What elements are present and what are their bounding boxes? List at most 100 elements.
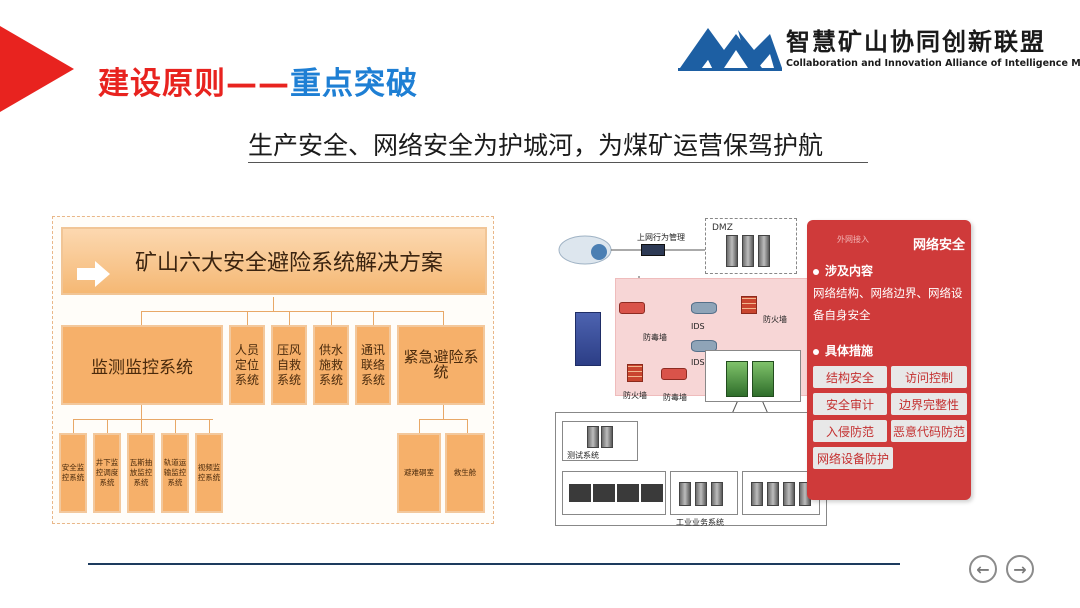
ids-icon — [691, 340, 717, 352]
next-slide-button[interactable]: → — [1006, 555, 1034, 583]
bottom-divider — [88, 563, 900, 565]
antivirus-wall-label-2: 防毒墙 — [663, 393, 687, 402]
connector — [141, 405, 142, 419]
section-involved-heading: 涉及内容 — [813, 262, 873, 279]
connector — [419, 419, 467, 420]
server-icon — [601, 426, 613, 448]
diagram-header: 矿山六大安全避险系统解决方案 — [61, 227, 487, 295]
section-measures-title: 具体措施 — [825, 344, 874, 358]
connector — [443, 405, 444, 419]
subsystem-box: 避难硐室 — [397, 433, 441, 513]
connector — [373, 311, 374, 325]
title-principle: 建设原则—— — [98, 66, 290, 102]
test-system-label: 测试系统 — [567, 451, 599, 460]
dmz-label: DMZ — [712, 223, 733, 233]
bullet-icon — [813, 268, 819, 275]
connector — [141, 311, 142, 325]
subsystem-box: 井下监控调度系统 — [93, 433, 121, 513]
logo-chinese-name: 智慧矿山协同创新联盟 — [786, 28, 1046, 56]
building-icon — [575, 312, 601, 366]
subsystem-box: 轨道运输监控系统 — [161, 433, 189, 513]
device-group — [562, 471, 666, 515]
measure-tag: 访问控制 — [891, 366, 967, 388]
router-icon — [619, 302, 645, 314]
core-switch-zone — [705, 350, 801, 402]
network-security-diagram: 上网行为管理 DMZ 防毒墙 IDS IDS 防火墙 防火墙 防毒墙 防毒墙 防… — [555, 216, 975, 530]
subsystem-box: 安全监控系统 — [59, 433, 87, 513]
system-box-refuge: 紧急避险系统 — [397, 325, 485, 405]
behavior-mgmt-label: 上网行为管理 — [637, 233, 685, 242]
measure-tag: 边界完整性 — [891, 393, 967, 415]
server-icon — [758, 235, 770, 267]
terminal-icon — [569, 484, 591, 502]
industrial-system-label: 工业业务系统 — [676, 518, 724, 527]
server-icon — [783, 482, 795, 506]
prev-slide-button[interactable]: ← — [969, 555, 997, 583]
alliance-logo: 智慧矿山协同创新联盟 Collaboration and Innovation … — [678, 20, 1080, 72]
antivirus-wall-label: 防毒墙 — [643, 333, 667, 342]
server-icon — [711, 482, 723, 506]
arrow-left-icon: ← — [976, 559, 990, 579]
connector — [467, 419, 468, 433]
industrial-zone: 测试系统 工业业务系统 — [555, 412, 827, 527]
measure-tag: 结构安全 — [813, 366, 887, 388]
measure-tag: 安全审计 — [813, 393, 887, 415]
panel-title: 网络安全 — [912, 238, 965, 253]
firewall-label-2: 防火墙 — [623, 391, 647, 400]
dmz-zone: DMZ — [705, 218, 797, 274]
system-box-water: 供水施救系统 — [313, 325, 349, 405]
logo-english-name: Collaboration and Innovation Alliance of… — [786, 58, 1080, 69]
subsystem-box: 救生舱 — [445, 433, 485, 513]
section-involved-title: 涉及内容 — [825, 264, 874, 278]
connector — [247, 311, 248, 325]
measure-tag: 入侵防范 — [813, 420, 887, 442]
connector — [443, 311, 444, 325]
connector — [331, 311, 332, 325]
system-box-air: 压风自救系统 — [271, 325, 307, 405]
subsystem-box: 瓦斯抽放监控系统 — [127, 433, 155, 513]
system-box-personnel: 人员定位系统 — [229, 325, 265, 405]
test-system-box: 测试系统 — [562, 421, 638, 461]
terminal-icon — [617, 484, 639, 502]
connector — [289, 311, 290, 325]
server-icon — [695, 482, 707, 506]
firewall-icon — [741, 296, 757, 314]
connector — [209, 419, 210, 433]
slide-subtitle: 生产安全、网络安全为护城河，为煤矿运营保驾护航 — [248, 131, 824, 160]
core-switch-icon — [752, 361, 774, 397]
core-switch-icon — [726, 361, 748, 397]
slide-title: 建设原则——重点突破 — [98, 58, 418, 103]
ids-label-1: IDS — [691, 322, 705, 331]
server-icon — [767, 482, 779, 506]
red-triangle-decoration — [0, 26, 74, 112]
router-icon — [661, 368, 687, 380]
terminal-icon — [593, 484, 615, 502]
server-icon — [587, 426, 599, 448]
diagram-header-text: 矿山六大安全避险系统解决方案 — [134, 251, 443, 276]
connector — [141, 419, 142, 433]
title-focus: 重点突破 — [290, 66, 418, 102]
server-icon — [742, 235, 754, 267]
connector — [73, 419, 213, 420]
behavior-mgmt-device-icon — [641, 244, 665, 256]
system-box-monitoring: 监测监控系统 — [61, 325, 223, 405]
firewall-label-1: 防火墙 — [763, 315, 787, 324]
server-icon — [751, 482, 763, 506]
section-involved-text: 网络结构、网络边界、网络设备自身安全 — [813, 286, 963, 322]
firewall-icon — [627, 364, 643, 382]
measure-tag: 恶意代码防范 — [891, 420, 967, 442]
connector — [107, 419, 108, 433]
faint-access-label: 外网接入 — [837, 235, 869, 244]
connector — [73, 419, 74, 433]
bullet-icon — [813, 348, 819, 355]
safety-systems-diagram: 矿山六大安全避险系统解决方案 监测监控系统 人员定位系统 压风自救系统 供水施救… — [52, 216, 494, 524]
connector — [175, 419, 176, 433]
ids-label-2: IDS — [691, 358, 705, 367]
ids-icon — [691, 302, 717, 314]
arrow-right-icon: → — [1013, 559, 1027, 579]
arrow-right-icon — [77, 261, 110, 287]
section-measures-heading: 具体措施 — [813, 342, 873, 359]
measure-tag: 网络设备防护 — [813, 447, 893, 469]
subsystem-box: 视频监控系统 — [195, 433, 223, 513]
